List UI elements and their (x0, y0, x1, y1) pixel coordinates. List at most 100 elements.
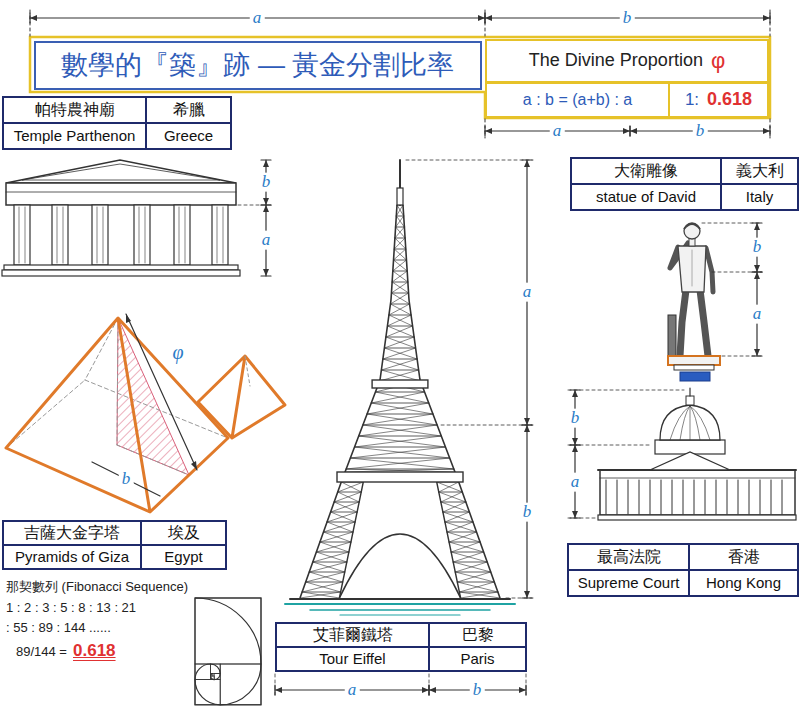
torso (678, 246, 706, 292)
dome (660, 405, 720, 440)
leg-edge (339, 482, 363, 598)
extension-line (568, 518, 597, 519)
sequence-heading: 那契數列 (Fibonacci Sequence) (6, 580, 188, 594)
dimension-label: a (550, 122, 565, 141)
lattice (367, 414, 437, 425)
node-text: Supreme Court (578, 575, 680, 592)
lattice (359, 425, 437, 436)
lattice (383, 348, 416, 359)
column (52, 205, 68, 265)
lattice (300, 592, 341, 598)
pediment (650, 452, 730, 470)
lattice (355, 447, 450, 458)
lattice (443, 512, 470, 513)
lattice (386, 337, 414, 338)
lattice (395, 238, 405, 239)
node-text: 希臘 (173, 101, 205, 119)
extension-line (441, 425, 533, 426)
dimension-label: a (520, 283, 535, 302)
lattice (363, 425, 437, 426)
lattice (390, 304, 411, 315)
dimension-arrow (572, 445, 578, 452)
lattice (389, 304, 410, 315)
lattice (395, 238, 406, 249)
fibonacci-spiral (195, 598, 261, 705)
dimension-arrow (524, 591, 530, 598)
platform (337, 472, 463, 482)
height-line (117, 318, 118, 445)
ground-line (290, 598, 510, 600)
dimension-arrow (754, 265, 760, 272)
node-text: Tour Eiffel (319, 651, 385, 668)
pyramids (6, 314, 285, 512)
lattice (309, 562, 347, 572)
building (600, 470, 795, 515)
spiral-square (220, 664, 261, 705)
lattice (393, 271, 407, 272)
lattice (363, 414, 433, 425)
dimension-arrow (30, 15, 37, 21)
lattice (302, 592, 341, 593)
lattice (383, 359, 419, 370)
table-cell: Supreme Court (567, 569, 690, 597)
ratio-fraction: 89/144 = (16, 645, 67, 659)
lattice (387, 326, 414, 337)
lattice (393, 271, 408, 282)
dome-rib (690, 406, 700, 440)
lattice (459, 592, 500, 598)
eiffel-tower (275, 160, 533, 696)
extension-line (406, 160, 533, 161)
dimension-arrow (524, 418, 530, 425)
table-cell: Tour Eiffel (275, 646, 430, 672)
dimension-label: a (345, 681, 360, 700)
lattice (445, 522, 477, 532)
leg (700, 290, 708, 356)
column-flute (63, 207, 64, 263)
lattice (387, 315, 411, 326)
column (14, 205, 30, 265)
extension-line (275, 674, 276, 696)
lattice (453, 562, 491, 572)
hidden-edge (245, 356, 250, 386)
node-text: 埃及 (168, 524, 200, 542)
node-text: 巴黎 (462, 626, 494, 644)
column-flute (103, 207, 104, 263)
lattice (392, 282, 408, 293)
dimension-arrow (126, 314, 131, 323)
lattice (394, 260, 408, 271)
lattice (459, 592, 498, 593)
arm (706, 248, 713, 292)
entablature (6, 183, 236, 205)
column (606, 480, 607, 514)
dimension-arrow (572, 438, 578, 445)
lattice (367, 414, 433, 415)
extension-line (526, 674, 527, 696)
lattice (394, 260, 407, 261)
lattice (443, 512, 473, 522)
water-line (310, 609, 490, 611)
golden-rectangle (195, 598, 261, 705)
lattice (386, 326, 413, 337)
lattice (391, 282, 407, 293)
small-pyramid-outline (198, 356, 285, 438)
extension-line (722, 356, 762, 357)
lattice (455, 572, 494, 582)
frieze-line (6, 192, 236, 193)
node-text: Hong Kong (706, 575, 781, 592)
column-flute (25, 207, 26, 263)
extension-line (506, 598, 533, 599)
lattice (391, 293, 409, 304)
dimension-label: b (620, 9, 635, 28)
lattice (389, 315, 411, 316)
lattice (323, 532, 353, 533)
dimension-arrow (485, 128, 492, 134)
base-dimension (92, 462, 160, 496)
lantern (686, 396, 694, 405)
table-cell: Egypt (140, 544, 227, 570)
node-text: 大衛雕像 (614, 162, 678, 180)
step (2, 270, 240, 276)
table-cell: Pyramids of Giza (2, 544, 142, 570)
lattice (396, 205, 403, 216)
leg (680, 290, 686, 356)
dimension-label: b (750, 238, 765, 257)
